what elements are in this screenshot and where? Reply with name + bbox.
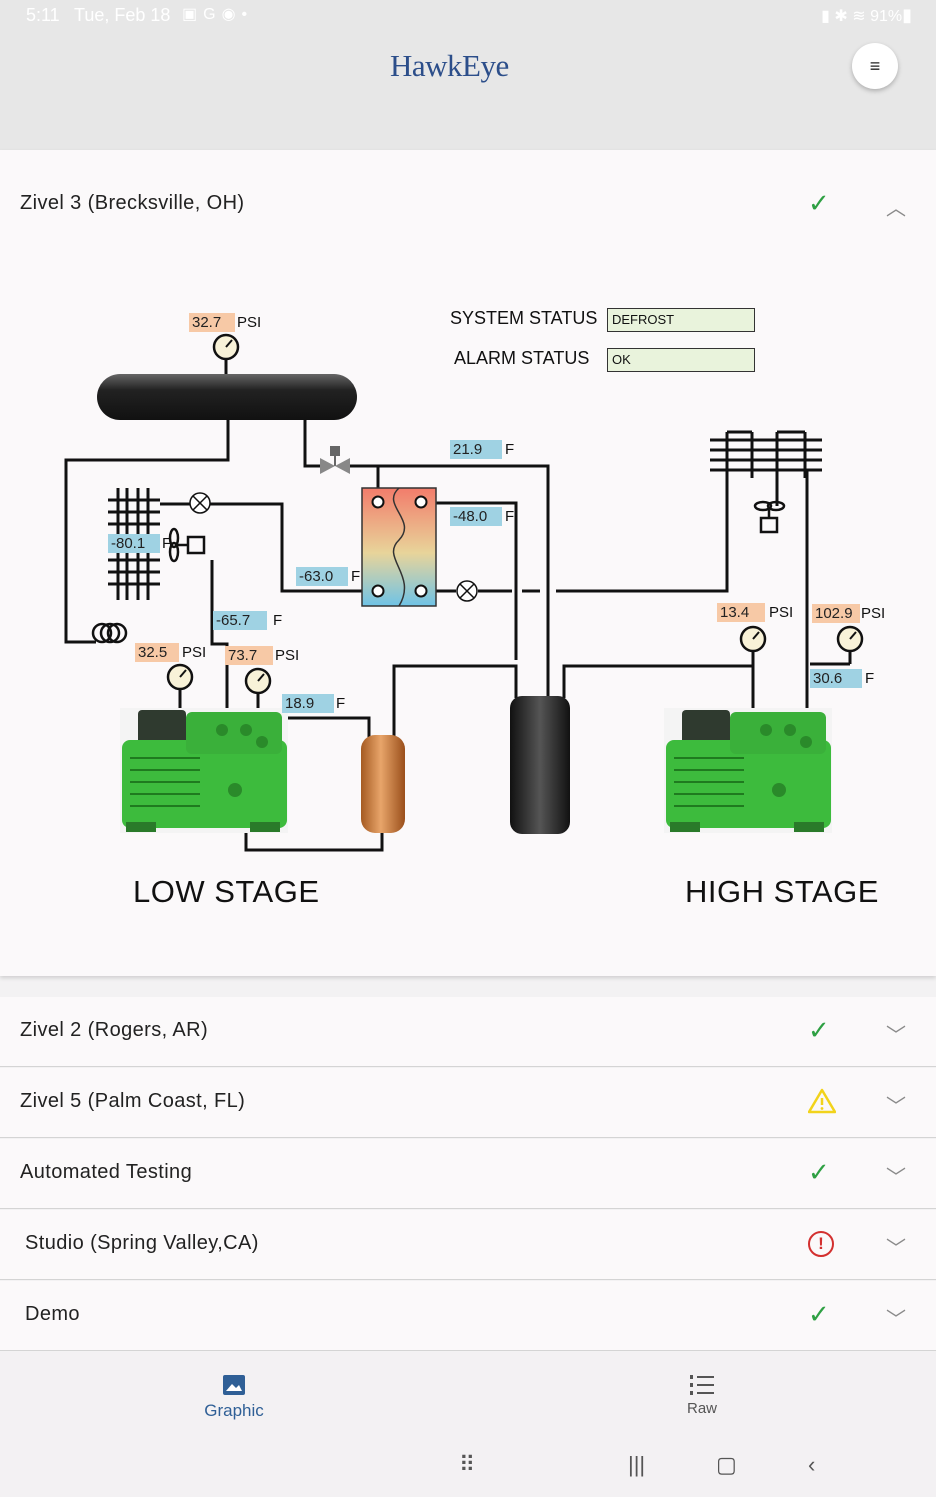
high-discharge-gauge-icon xyxy=(836,625,864,653)
receiver-tank xyxy=(97,374,357,420)
temp-unit: F xyxy=(162,535,172,552)
site-name: Automated Testing xyxy=(20,1161,193,1183)
back-icon[interactable]: ‹ xyxy=(808,1452,816,1477)
battery-level: 91% xyxy=(870,8,903,25)
temp-unit: F xyxy=(351,568,361,585)
nav-raw[interactable]: Raw xyxy=(660,1374,744,1417)
chevron-down-icon[interactable]: ﹀ xyxy=(886,1096,906,1118)
temperature-reading: 30.6 xyxy=(810,669,862,688)
temp-unit: F xyxy=(505,441,515,458)
site-title[interactable]: Zivel 3 (Brecksville, OH) xyxy=(20,192,245,214)
numbered-list-icon xyxy=(690,1375,714,1395)
battery-icon: ▮ xyxy=(902,5,912,25)
receiver-pressure: 32.7 xyxy=(189,313,235,332)
temperature-reading: -63.0 xyxy=(296,567,348,586)
ok-check-icon: ✓ xyxy=(808,1015,830,1045)
valve-icon xyxy=(189,492,211,514)
error-icon: ! xyxy=(808,1231,834,1257)
app-header: HawkEye ≡ xyxy=(0,32,936,150)
status-time: 5:11 xyxy=(26,5,60,25)
temp-unit: F xyxy=(505,508,515,525)
condenser-coil xyxy=(710,430,822,478)
chevron-down-icon[interactable]: ﹀ xyxy=(886,1025,906,1047)
temperature-reading: 21.9 xyxy=(450,440,502,459)
receiver-gauge-icon xyxy=(212,333,240,361)
chevron-down-icon[interactable]: ﹀ xyxy=(886,1309,906,1331)
temp-unit: F xyxy=(273,612,283,629)
status-bar: 5:11 Tue, Feb 18 ▣G◉• ▮ ✱ ≋ 91%▮ xyxy=(0,0,936,32)
chevron-up-icon[interactable]: ︿ xyxy=(886,198,906,220)
recents-icon[interactable]: ||| xyxy=(628,1452,646,1477)
site-name: Zivel 2 (Rogers, AR) xyxy=(20,1019,209,1041)
coil-loop-icon xyxy=(91,622,128,644)
nav-graphic[interactable]: Graphic xyxy=(190,1374,278,1421)
temp-unit: F xyxy=(336,695,346,712)
temperature-reading: -65.7 xyxy=(213,611,267,630)
low-suction-pressure: 32.5 xyxy=(135,643,179,662)
menu-button[interactable]: ≡ xyxy=(852,43,898,89)
ok-check-icon: ✓ xyxy=(808,1299,830,1329)
site-name: Studio (Spring Valley,CA) xyxy=(25,1232,259,1254)
valve-icon xyxy=(456,580,478,602)
nav-graphic-label: Graphic xyxy=(204,1401,264,1420)
intercooler-tank xyxy=(510,696,570,834)
expansion-valve-icon xyxy=(320,446,350,474)
heat-exchanger xyxy=(361,487,437,607)
chevron-down-icon[interactable]: ﹀ xyxy=(886,1238,906,1260)
site-row[interactable]: Zivel 2 (Rogers, AR) ✓ ﹀ xyxy=(0,997,936,1067)
temperature-reading: -80.1 xyxy=(108,534,160,553)
ok-check-icon: ✓ xyxy=(808,188,830,218)
evaporator-fan-icon xyxy=(168,527,206,563)
site-name: Demo xyxy=(25,1303,80,1325)
apps-grid-icon[interactable]: ⠿ xyxy=(459,1452,476,1477)
psi-unit: PSI xyxy=(182,644,207,661)
temp-unit: F xyxy=(865,670,875,687)
temperature-reading: 18.9 xyxy=(282,694,334,713)
high-stage-compressor xyxy=(664,708,832,833)
nav-raw-label: Raw xyxy=(686,1400,717,1417)
system-icons: ▮ ✱ ≋ 91%▮ xyxy=(821,5,912,25)
low-stage-label: LOW STAGE xyxy=(133,874,320,909)
image-icon xyxy=(223,1375,245,1395)
high-discharge-pressure: 102.9 xyxy=(812,604,860,623)
notification-icons: ▣G◉• xyxy=(182,6,254,23)
piping xyxy=(64,360,852,852)
alarm-status-value: OK xyxy=(607,348,755,372)
menu-icon: ≡ xyxy=(869,55,881,76)
psi-unit: PSI xyxy=(275,647,300,664)
hawkeye-logo: HawkEye xyxy=(390,48,509,83)
warning-icon xyxy=(808,1088,836,1114)
site-row[interactable]: Studio (Spring Valley,CA) ! ﹀ xyxy=(0,1210,936,1280)
ok-check-icon: ✓ xyxy=(808,1157,830,1187)
site-name: Zivel 5 (Palm Coast, FL) xyxy=(20,1090,246,1112)
status-date: Tue, Feb 18 xyxy=(74,5,171,25)
temperature-reading: -48.0 xyxy=(450,507,502,526)
site-row[interactable]: Demo ✓ ﹀ xyxy=(0,1281,936,1351)
system-nav-bar: ⠿ ||| ▢ ‹ xyxy=(0,1434,936,1497)
psi-unit: PSI xyxy=(861,605,886,622)
low-suction-gauge-icon xyxy=(166,663,194,691)
refrigeration-diagram xyxy=(64,333,864,852)
system-status-value: DEFROST xyxy=(607,308,755,332)
high-stage-label: HIGH STAGE xyxy=(685,874,879,909)
chevron-down-icon[interactable]: ﹀ xyxy=(886,1167,906,1189)
site-row[interactable]: Automated Testing ✓ ﹀ xyxy=(0,1139,936,1209)
site-panel-expanded: Zivel 3 (Brecksville, OH) ✓ ︿ xyxy=(0,150,936,976)
psi-unit: PSI xyxy=(769,604,794,621)
alarm-status-label: ALARM STATUS xyxy=(454,348,590,368)
low-discharge-gauge-icon xyxy=(244,667,272,695)
site-row[interactable]: Zivel 5 (Palm Coast, FL) ﹀ xyxy=(0,1068,936,1138)
accumulator-tank xyxy=(361,735,405,833)
high-suction-pressure: 13.4 xyxy=(717,603,765,622)
high-suction-gauge-icon xyxy=(739,625,767,653)
low-discharge-pressure: 73.7 xyxy=(225,646,273,665)
psi-unit: PSI xyxy=(237,314,262,331)
low-stage-compressor xyxy=(120,708,288,833)
home-icon[interactable]: ▢ xyxy=(716,1452,737,1477)
condenser-fan-icon xyxy=(753,500,786,534)
bottom-navigation: Graphic Raw xyxy=(0,1352,936,1434)
system-status-label: SYSTEM STATUS xyxy=(450,308,598,328)
